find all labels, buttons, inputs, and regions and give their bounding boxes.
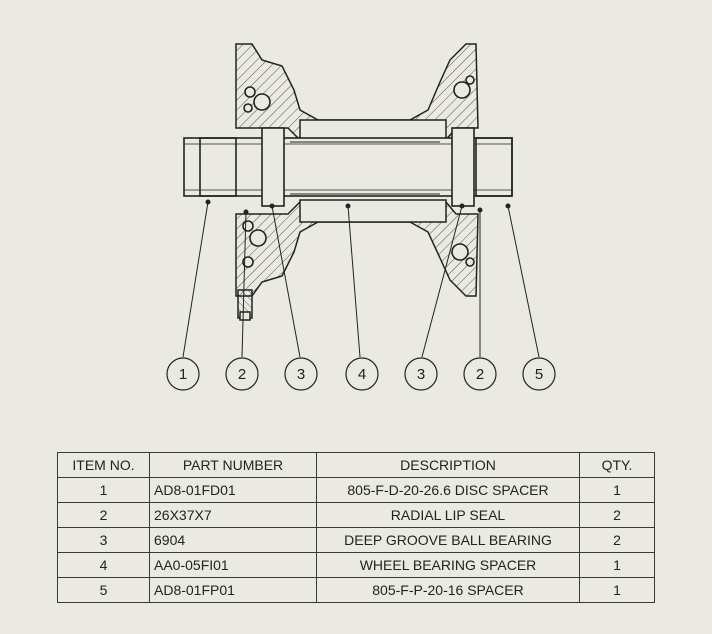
cell-description: DEEP GROOVE BALL BEARING bbox=[316, 527, 580, 553]
balloon-3-left: 3 bbox=[284, 357, 318, 391]
section-view-drawing: 1 2 3 4 3 2 5 bbox=[166, 43, 556, 391]
cell-description: RADIAL LIP SEAL bbox=[316, 502, 580, 528]
cell-item-no: 3 bbox=[57, 527, 150, 553]
balloon-label: 3 bbox=[417, 366, 425, 383]
hub-section bbox=[235, 43, 479, 321]
table-header-row: ITEM NO. PART NUMBER DESCRIPTION QTY. bbox=[57, 452, 655, 478]
header-description: DESCRIPTION bbox=[316, 452, 580, 478]
balloon-3-right: 3 bbox=[404, 357, 438, 391]
balloon-1: 1 bbox=[166, 357, 200, 391]
header-item-no: ITEM NO. bbox=[57, 452, 150, 478]
cell-qty: 1 bbox=[579, 577, 655, 603]
balloons: 1 2 3 4 3 2 5 bbox=[166, 357, 556, 391]
table-row: 2 26X37X7 RADIAL LIP SEAL 2 bbox=[57, 502, 655, 528]
table-row: 5 AD8-01FP01 805-F-P-20-16 SPACER 1 bbox=[57, 577, 655, 603]
axle bbox=[183, 127, 513, 207]
cell-description: WHEEL BEARING SPACER bbox=[316, 552, 580, 578]
table-row: 1 AD8-01FD01 805-F-D-20-26.6 DISC SPACER… bbox=[57, 477, 655, 503]
cell-item-no: 1 bbox=[57, 477, 150, 503]
balloon-2-left: 2 bbox=[225, 357, 259, 391]
balloon-label: 5 bbox=[535, 366, 543, 383]
table-row: 4 AA0-05FI01 WHEEL BEARING SPACER 1 bbox=[57, 552, 655, 578]
balloon-label: 4 bbox=[358, 366, 366, 383]
cell-qty: 1 bbox=[579, 477, 655, 503]
balloon-label: 2 bbox=[476, 366, 484, 383]
bearing-balls bbox=[242, 75, 475, 268]
balloon-4: 4 bbox=[345, 357, 379, 391]
balloon-label: 3 bbox=[297, 366, 305, 383]
leader-lines bbox=[182, 199, 540, 358]
cell-part-number: 26X37X7 bbox=[149, 502, 317, 528]
balloon-label: 1 bbox=[179, 366, 187, 383]
cell-part-number: AD8-01FP01 bbox=[149, 577, 317, 603]
cell-qty: 1 bbox=[579, 552, 655, 578]
cell-description: 805-F-P-20-16 SPACER bbox=[316, 577, 580, 603]
balloon-5: 5 bbox=[522, 357, 556, 391]
cell-qty: 2 bbox=[579, 502, 655, 528]
header-part-number: PART NUMBER bbox=[149, 452, 317, 478]
cell-part-number: AD8-01FD01 bbox=[149, 477, 317, 503]
header-qty: QTY. bbox=[579, 452, 655, 478]
cell-part-number: 6904 bbox=[149, 527, 317, 553]
balloon-2-right: 2 bbox=[463, 357, 497, 391]
cell-description: 805-F-D-20-26.6 DISC SPACER bbox=[316, 477, 580, 503]
cell-item-no: 5 bbox=[57, 577, 150, 603]
cell-part-number: AA0-05FI01 bbox=[149, 552, 317, 578]
cell-qty: 2 bbox=[579, 527, 655, 553]
table-row: 3 6904 DEEP GROOVE BALL BEARING 2 bbox=[57, 527, 655, 553]
bill-of-materials-table: ITEM NO. PART NUMBER DESCRIPTION QTY. 1 … bbox=[57, 452, 655, 603]
balloon-label: 2 bbox=[238, 366, 246, 383]
cell-item-no: 2 bbox=[57, 502, 150, 528]
cell-item-no: 4 bbox=[57, 552, 150, 578]
